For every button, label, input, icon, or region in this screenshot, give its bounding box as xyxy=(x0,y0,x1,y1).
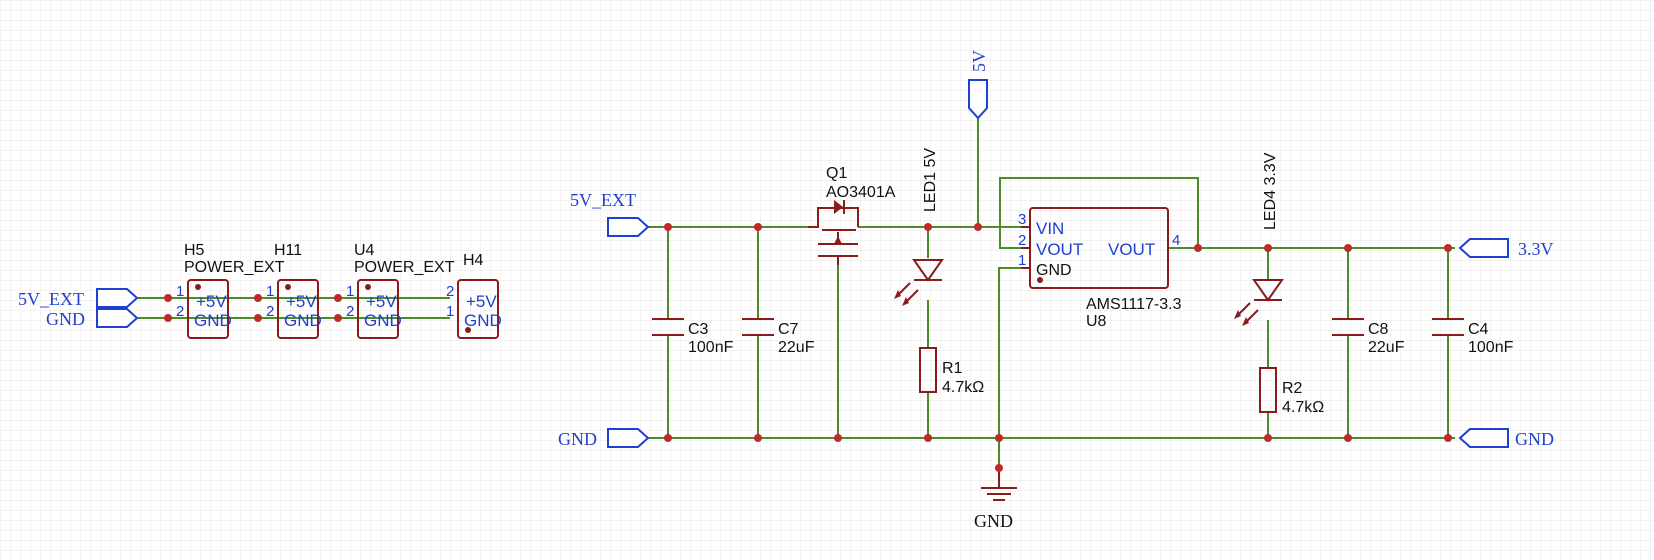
led-label: LED4 3.3V xyxy=(1262,152,1279,230)
connector-value: POWER_EXT xyxy=(354,259,455,276)
resistor-r2[interactable]: R2 4.7kΩ xyxy=(1259,367,1324,416)
connector-ref: H5 xyxy=(184,242,205,259)
capacitor-value: 100nF xyxy=(688,339,734,356)
pin-name-vin: VIN xyxy=(1036,219,1064,238)
capacitor-ref: C4 xyxy=(1468,321,1489,338)
connector-ref: H11 xyxy=(274,242,302,259)
capacitor-value: 22uF xyxy=(1368,339,1405,356)
net-port-gnd-out[interactable] xyxy=(1458,428,1509,448)
wire-u8-gnd xyxy=(998,267,1021,470)
pin-name: GND xyxy=(364,311,402,330)
pin-name-gnd: GND xyxy=(1036,262,1072,279)
connector-value: POWER_EXT xyxy=(184,259,285,276)
resistor-ref: R2 xyxy=(1282,380,1303,397)
pin-number: 2 xyxy=(1018,232,1026,249)
net-port-5v-top[interactable] xyxy=(968,79,988,120)
connector-ref: H4 xyxy=(463,252,484,269)
resistor-r1[interactable]: R1 4.7kΩ xyxy=(919,347,984,396)
pin-number: 2 xyxy=(176,303,184,320)
ground-label: GND xyxy=(974,511,1013,531)
capacitor-c8[interactable]: C8 22uF xyxy=(1332,318,1405,356)
connector-h5[interactable]: H5 POWER_EXT 1 2 +5V GND xyxy=(176,242,285,339)
net-label-gnd-out: GND xyxy=(1515,429,1554,449)
net-label-5v-top: 5V xyxy=(969,50,989,72)
capacitor-c7[interactable]: C7 22uF xyxy=(742,318,815,356)
capacitor-value: 100nF xyxy=(1468,339,1514,356)
connector-h11[interactable]: H11 1 2 +5V GND xyxy=(266,242,322,339)
net-port-5v-ext-left[interactable] xyxy=(96,288,139,308)
capacitor-c3[interactable]: C3 100nF xyxy=(652,318,734,356)
pin-number: 1 xyxy=(266,283,274,300)
connector-block: 5V_EXT GND H5 POWER_EXT 1 2 +5V GND H11 … xyxy=(18,242,502,339)
capacitor-ref: C7 xyxy=(778,321,799,338)
connector-u4[interactable]: U4 POWER_EXT 1 2 +5V GND xyxy=(346,242,455,339)
led4[interactable]: LED4 3.3V xyxy=(1234,152,1284,326)
pin-number: 4 xyxy=(1172,232,1180,249)
mosfet-ref: Q1 xyxy=(826,165,847,182)
capacitor-ref: C3 xyxy=(688,321,709,338)
pin-number: 3 xyxy=(1018,211,1026,228)
junctions-connectors xyxy=(164,294,342,322)
pin-number: 2 xyxy=(446,283,454,300)
resistor-value: 4.7kΩ xyxy=(1282,399,1324,416)
net-label-gnd-left: GND xyxy=(46,309,85,329)
net-label-3v3: 3.3V xyxy=(1518,239,1554,259)
led-label: LED1 5V xyxy=(922,148,939,212)
regulator-u8[interactable]: 3 2 1 4 VIN VOUT GND VOUT AMS1117-3.3 U8 xyxy=(1018,207,1182,330)
net-port-3v3[interactable] xyxy=(1458,238,1509,258)
regulator-value: AMS1117-3.3 xyxy=(1086,296,1182,313)
capacitor-ref: C8 xyxy=(1368,321,1389,338)
ground-symbol[interactable]: GND xyxy=(974,470,1017,531)
capacitor-c4[interactable]: C4 100nF xyxy=(1432,318,1514,356)
pin-name: GND xyxy=(464,311,502,330)
mosfet-value: AO3401A xyxy=(826,184,896,201)
resistor-ref: R1 xyxy=(942,360,963,377)
pin-number: 1 xyxy=(176,283,184,300)
pin-name-vout-right: VOUT xyxy=(1108,240,1155,259)
net-label-gnd-main: GND xyxy=(558,429,597,449)
capacitor-value: 22uF xyxy=(778,339,815,356)
pin-number: 2 xyxy=(346,303,354,320)
connector-h4[interactable]: H4 2 1 +5V GND xyxy=(446,252,502,339)
pin-name: +5V xyxy=(196,292,227,311)
connector-ref: U4 xyxy=(354,242,375,259)
pin-name: +5V xyxy=(366,292,397,311)
power-circuit: 5V_EXT GND 5V 3.3V GND Q1 AO3401A xyxy=(558,50,1554,531)
pin-number: 2 xyxy=(266,303,274,320)
net-port-gnd-main[interactable] xyxy=(607,428,650,448)
pin-name: GND xyxy=(194,311,232,330)
net-label-5v-ext-left: 5V_EXT xyxy=(18,289,84,309)
wire-vout-loop xyxy=(999,177,1199,249)
led1[interactable]: LED1 5V xyxy=(894,148,944,306)
mosfet-q1[interactable]: Q1 AO3401A xyxy=(808,165,896,265)
pin-name: +5V xyxy=(466,292,497,311)
net-port-5v-ext[interactable] xyxy=(607,217,650,237)
resistor-value: 4.7kΩ xyxy=(942,379,984,396)
net-port-gnd-left[interactable] xyxy=(96,308,139,328)
pin-name-vout: VOUT xyxy=(1036,240,1083,259)
regulator-ref: U8 xyxy=(1086,313,1107,330)
junctions-main xyxy=(664,223,1452,472)
pin-number: 1 xyxy=(446,303,454,320)
net-label-5v-ext: 5V_EXT xyxy=(570,190,636,210)
pin-number: 1 xyxy=(346,283,354,300)
pin-name: GND xyxy=(284,311,322,330)
pin-number: 1 xyxy=(1018,252,1026,269)
pin-name: +5V xyxy=(286,292,317,311)
